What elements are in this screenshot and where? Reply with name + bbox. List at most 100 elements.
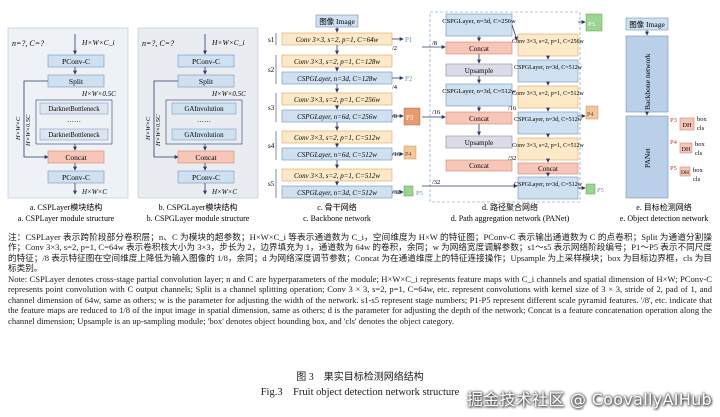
stage-s1: s1 — [268, 36, 275, 44]
p1-label: P1 — [405, 36, 413, 44]
svg-text:Split: Split — [69, 77, 84, 86]
svg-text:P5: P5 — [597, 187, 604, 194]
panel-b-cspglayer: n=?, C=? H×W×C_i PConv-C Split H×W×0.5C … — [137, 27, 259, 223]
svg-text:Backbone network: Backbone network — [643, 53, 652, 110]
panel-e-caption-en: e. Object detection network — [620, 214, 708, 223]
panet-upsample-2 — [445, 135, 513, 149]
svg-text:DH: DH — [682, 147, 691, 153]
panet-scale: /32 — [508, 155, 516, 162]
svg-text:P4: P4 — [670, 139, 678, 146]
svg-text:Concat: Concat — [469, 45, 489, 53]
panel-a-caption-en: a. CSPLayer module structure — [18, 214, 115, 223]
notes-english: Note: CSPLayer denotes cross-stage parti… — [8, 273, 712, 326]
svg-text:Conv 3×3, s=2, p=1, C=512w: Conv 3×3, s=2, p=1, C=512w — [294, 134, 380, 142]
svg-text:CSPGLayer, n=3d, C=512w: CSPGLayer, n=3d, C=512w — [514, 65, 583, 71]
p4-feature-map — [403, 145, 417, 160]
svg-text:CSPGLayer, n=3d, C=512w: CSPGLayer, n=3d, C=512w — [297, 189, 377, 197]
svg-text:cls: cls — [693, 176, 701, 183]
panel-c-layer-6: CSPGLayer, n=6d, C=512w — [281, 147, 393, 161]
svg-text:box: box — [695, 141, 706, 148]
svg-text:Conv 3×3, s=2, p=1, C=256w: Conv 3×3, s=2, p=1, C=256w — [294, 96, 380, 104]
panel-a-params: n=?, C=? — [12, 39, 44, 48]
svg-text:图像 Image: 图像 Image — [319, 16, 355, 26]
p2-label: P2 — [405, 75, 413, 83]
svg-text:CSPGLayer, n=3d, C=512w: CSPGLayer, n=3d, C=512w — [514, 182, 583, 188]
panel-a-darknet-2 — [39, 128, 109, 141]
svg-text:PANet: PANet — [643, 147, 652, 168]
svg-text:P5: P5 — [670, 165, 677, 172]
panel-b-gainvolution-1 — [171, 102, 237, 115]
panel-c-layer-2: CSPGLayer, n=3d, C=128w — [281, 71, 393, 85]
panet-conv-2 — [517, 85, 579, 109]
panel-d-caption-en: d. Path aggregation network (PANet) — [451, 214, 570, 223]
notes-chinese: 注：CSPLayer 表示跨阶段部分卷积层；n、C 为模块的超参数；H×W×C_… — [8, 232, 712, 274]
svg-text:H×W×0.5C: H×W×0.5C — [155, 114, 162, 147]
svg-text:CSPGLayer, n=6d, C=512w: CSPGLayer, n=6d, C=512w — [297, 151, 377, 159]
watermark: 掘金技术社区 @ CoovallyAIHub — [466, 390, 712, 409]
svg-text:P4: P4 — [587, 112, 593, 118]
svg-text:……: …… — [67, 116, 81, 124]
svg-text:Conv 3×3, s=2, p=1, C=64w: Conv 3×3, s=2, p=1, C=64w — [296, 36, 379, 44]
svg-text:DH: DH — [682, 122, 692, 129]
svg-text:PConv-C: PConv-C — [62, 57, 90, 66]
panel-a-caption-cn: a. CSPLayer模块结构 — [30, 202, 102, 212]
panel-c-layer-7: Conv 3×3, s=2, p=1, C=512w — [281, 168, 393, 182]
panel-a-input-dim: H×W×C_i — [81, 38, 115, 47]
svg-text:H×W×0.5C: H×W×0.5C — [25, 114, 32, 147]
panel-b-pconv-bottom — [177, 170, 235, 184]
panet-conv-3 — [517, 137, 579, 161]
panet-p5-output — [585, 183, 596, 195]
panel-d-caption-cn: d. 路径聚合网络 — [482, 202, 538, 212]
svg-text:P3: P3 — [670, 117, 677, 124]
svg-text:H×W×C: H×W×C — [145, 116, 152, 141]
panel-a-pconv-top — [47, 54, 105, 68]
panel-c-caption-en: c. Backbone network — [303, 214, 371, 223]
dh-head-p5 — [679, 166, 691, 177]
svg-text:Conv 3×3, s=2, p=1, C=512w: Conv 3×3, s=2, p=1, C=512w — [512, 91, 584, 97]
panel-a-darknet-1 — [39, 102, 109, 115]
scale-label: /2 — [392, 45, 397, 52]
svg-text:CSPGLayer, n=6d, C=256w: CSPGLayer, n=6d, C=256w — [297, 113, 377, 121]
figure-notes: 注：CSPLayer 表示跨阶段部分卷积层；n、C 为模块的超参数；H×W×C_… — [8, 232, 712, 326]
svg-text:Concat: Concat — [195, 153, 217, 162]
svg-text:P5: P5 — [416, 190, 423, 197]
panet-scale: /16 — [432, 109, 441, 116]
panel-c-caption-cn: c. 骨干网络 — [317, 202, 357, 212]
svg-text:Concat: Concat — [469, 115, 489, 123]
figure-caption-en: Fig.3 Fruit object detection network str… — [260, 387, 460, 398]
stage-s2: s2 — [268, 66, 275, 74]
svg-text:Upsample: Upsample — [465, 139, 493, 147]
scale-label: /4 — [392, 84, 398, 91]
svg-text:GAInvolution: GAInvolution — [184, 131, 224, 139]
svg-text:DH: DH — [681, 170, 689, 176]
svg-text:Upsample: Upsample — [465, 67, 493, 75]
panel-c-layer-5: Conv 3×3, s=2, p=1, C=512w — [281, 130, 393, 144]
svg-text:DarknetBottleneck: DarknetBottleneck — [48, 132, 100, 139]
svg-text:H×W×C: H×W×C — [15, 116, 22, 141]
svg-text:CSPGLayer, n=3d, C=512w: CSPGLayer, n=3d, C=512w — [514, 117, 583, 123]
panel-c-backbone: 图像 Image Conv 3×3, s=2, p=1, C=64w Conv … — [268, 14, 423, 223]
panel-c-layer-1: Conv 3×3, s=2, p=1, C=128w — [281, 54, 393, 68]
panel-c-layer-0: Conv 3×3, s=2, p=1, C=64w — [281, 32, 393, 46]
panel-c-layer-8: CSPGLayer, n=3d, C=512w — [281, 185, 393, 199]
svg-text:CSPGLayer, n=3d, C=128w: CSPGLayer, n=3d, C=128w — [297, 75, 377, 83]
svg-text:P3: P3 — [588, 21, 595, 28]
panel-c-layer-4: CSPGLayer, n=6d, C=256w — [281, 109, 393, 123]
svg-text:CSPGLayer, n=3d, C=256w: CSPGLayer, n=3d, C=256w — [442, 18, 516, 25]
scale-label: /8 — [392, 113, 397, 120]
svg-text:H×W×C: H×W×C — [81, 188, 107, 196]
svg-text:Conv 3×3, s=2, p=1, C=128w: Conv 3×3, s=2, p=1, C=128w — [294, 58, 380, 66]
svg-text:P4: P4 — [405, 152, 411, 158]
svg-text:Concat: Concat — [469, 162, 489, 170]
svg-text:PConv-C: PConv-C — [192, 173, 220, 182]
panel-c-layer-3: Conv 3×3, s=2, p=1, C=256w — [281, 92, 393, 106]
svg-text:GAInvolution: GAInvolution — [184, 105, 224, 113]
panel-e-caption-cn: e. 目标检测网络 — [636, 202, 692, 212]
svg-text:Conv 3×3, s=2, p=1, C=256w: Conv 3×3, s=2, p=1, C=256w — [512, 39, 584, 45]
svg-text:……: …… — [197, 116, 211, 124]
svg-text:PConv-C: PConv-C — [62, 173, 90, 182]
svg-text:H×W×C: H×W×C — [211, 188, 237, 196]
dh-head-p4 — [679, 142, 693, 154]
panel-a-pconv-bottom — [47, 170, 105, 184]
panet-p3-output — [585, 13, 603, 32]
